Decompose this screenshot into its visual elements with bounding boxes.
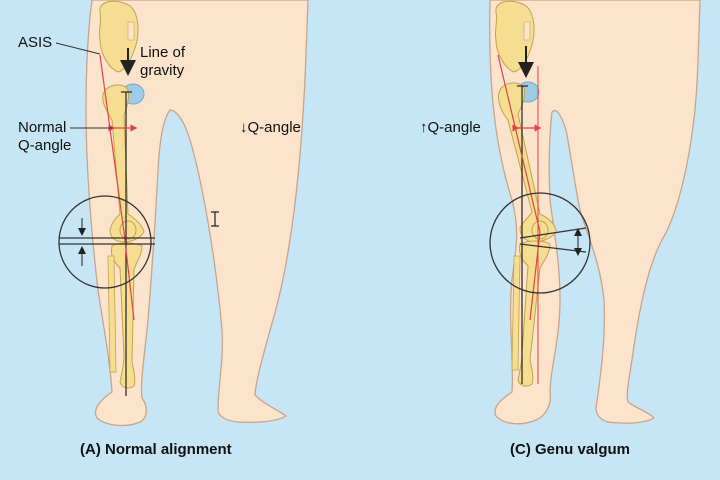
cursor-ibeam-icon [211, 211, 219, 227]
asis-leader-line [55, 42, 101, 55]
femur-valgum [497, 82, 557, 243]
q-angle-tibial-line-normal [123, 231, 135, 321]
q-angle-quad-line-normal [99, 54, 125, 233]
knee-magnifier-normal [58, 195, 152, 289]
figure-normal-alignment [55, 0, 309, 427]
body-silhouette-normal [85, 0, 309, 427]
tibia-normal [111, 242, 143, 389]
fibula-normal [107, 255, 117, 373]
increased-q-angle-label: ↑Q-angle [420, 119, 481, 136]
q-angle-quad-line-valgum [497, 54, 541, 233]
caption-genu-valgum: (C) Genu valgum [510, 441, 631, 458]
femur-normal [102, 84, 145, 243]
figure-genu-valgum [489, 0, 701, 425]
knee-magnifier-valgum [489, 192, 591, 294]
normal-q-angle-label-2: Q-angle [18, 137, 72, 154]
line-of-gravity-label-1: Line of [140, 44, 186, 61]
decreased-q-angle-label: ↓Q-angle [240, 119, 301, 136]
tibia-valgum [517, 240, 551, 387]
line-of-gravity-label-2: gravity [140, 62, 185, 79]
fibula-valgum [511, 255, 521, 371]
normal-q-angle-label-1: Normal [18, 119, 67, 136]
asis-label: ASIS [18, 34, 53, 51]
caption-normal-alignment: (A) Normal alignment [80, 441, 232, 458]
